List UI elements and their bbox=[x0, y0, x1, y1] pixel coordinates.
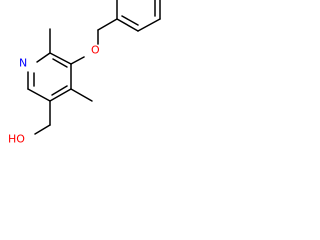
bond-c5-c6 bbox=[27, 88, 51, 102]
phenyl-bond-2 bbox=[137, 18, 161, 32]
bond-n-c2 bbox=[36, 52, 51, 63]
phenyl-bond-1 bbox=[116, 18, 139, 32]
ether-oxygen-label: O bbox=[91, 44, 100, 57]
bond-c2-c3 bbox=[49, 52, 72, 65]
phenyl-ring bbox=[116, 0, 161, 32]
bond-ch2-phenyl bbox=[97, 18, 118, 31]
methyl-bond-c4 bbox=[70, 88, 93, 102]
hydroxyl-label: HO bbox=[8, 133, 25, 146]
bond-c4-c5 bbox=[49, 88, 72, 102]
double-bond-c2-c3 bbox=[52, 58, 68, 68]
phenyl-double-bond-1 bbox=[121, 15, 139, 26]
benzyloxy-pyridine-methanol-structure: N O HO bbox=[8, 0, 161, 146]
bond-ch2-oh bbox=[34, 124, 51, 135]
nitrogen-label: N bbox=[19, 57, 27, 70]
double-bond-c4-c5 bbox=[51, 85, 68, 96]
pyridine-ring bbox=[27, 52, 72, 102]
bond-c3-o bbox=[70, 56, 85, 65]
